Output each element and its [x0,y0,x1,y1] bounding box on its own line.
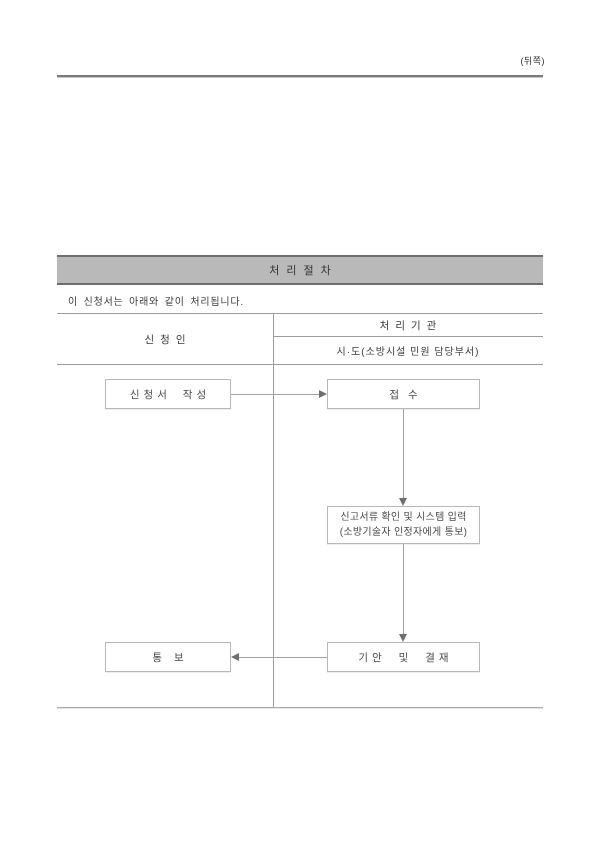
arrow-left-icon [231,653,239,661]
procedure-flow-table: 신청인 처리기관 시·도(소방시설 민원 담당부서) 신청서 작성 접수 신고서… [57,313,543,708]
procedure-title: 처리절차 [269,265,338,277]
step-box-document-check: 신고서류 확인 및 시스템 입력 (소방기술자 인정자에게 통보) [327,506,480,544]
column-divider-line [273,314,274,707]
step-box-draft-approval: 기안 및 결재 [327,642,480,672]
step-label-draft-approval: 기안 및 결재 [358,651,453,664]
page-side-note: (뒤쪽) [520,56,545,66]
arrow-right-icon [319,390,327,398]
procedure-intro-text: 이 신청서는 아래와 같이 처리됩니다. [68,297,244,308]
procedure-title-bar: 처리절차 [57,255,543,285]
arrow-down-icon [399,498,407,506]
step-box-receipt: 접수 [327,379,480,409]
step-box-write-application: 신청서 작성 [105,379,231,409]
flow-connector-receipt-to-check [403,409,404,498]
flow-connector-write-to-receipt [231,394,319,395]
step-label-write-application: 신청서 작성 [129,388,211,401]
flow-connector-draft-to-notice [239,657,327,658]
top-divider-rule [57,75,543,78]
step-label-document-check-line2: (소방기술자 인정자에게 통보) [339,527,468,538]
agency-column-subheader: 시·도(소방시설 민원 담당부서) [336,346,480,358]
header-bottom-line [57,364,543,365]
arrow-down-icon [399,634,407,642]
step-box-notice: 통보 [105,642,231,672]
step-label-notice: 통보 [152,651,196,664]
step-label-receipt: 접수 [389,388,427,401]
flow-connector-check-to-draft [403,544,404,634]
agency-header-divider-line [273,336,543,337]
agency-column-header: 처리기관 [379,319,443,332]
step-label-document-check-line1: 신고서류 확인 및 시스템 입력 [340,512,467,523]
applicant-column-header: 신청인 [144,333,192,346]
